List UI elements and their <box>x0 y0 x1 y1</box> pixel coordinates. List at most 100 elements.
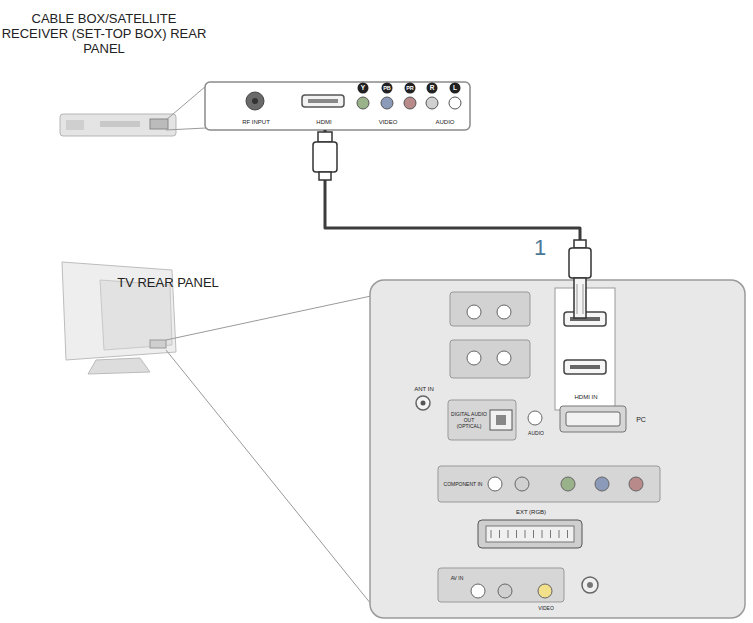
drawing-part <box>421 401 426 406</box>
drawing-part <box>471 584 485 598</box>
drawing-part <box>308 99 338 103</box>
port-label: COMPONENT IN <box>443 482 483 488</box>
port-label: ANT IN <box>414 386 434 393</box>
drawing-part <box>574 240 586 248</box>
drawing-part <box>497 305 511 319</box>
port-label: AUDIO <box>435 119 454 126</box>
hdmi-cable <box>325 130 580 280</box>
drawing-part <box>499 530 500 538</box>
leader-line <box>166 86 206 130</box>
drawing-part <box>302 95 344 107</box>
leader-line <box>166 296 371 604</box>
drawing-part <box>490 410 512 430</box>
drawing-part <box>496 415 506 425</box>
drawing-part <box>550 530 551 538</box>
drawing-part <box>582 577 598 593</box>
port-label: EXT (RGB) <box>516 509 546 516</box>
panel-heading: CABLE BOX/SATELLITE RECEIVER (SET-TOP BO… <box>1 12 207 57</box>
drawing-part <box>478 520 582 548</box>
port-label: VIDEO <box>379 119 398 126</box>
drawing-part <box>150 340 166 348</box>
drawing-part <box>438 466 660 502</box>
drawing-part <box>569 248 591 278</box>
drawing-part <box>595 477 609 491</box>
port-label: VIDEO <box>538 606 554 612</box>
drawing-part <box>467 305 481 319</box>
drawing-part <box>542 530 543 538</box>
drawing-part <box>488 477 502 491</box>
drawing-part <box>567 530 568 538</box>
drawing-part <box>357 97 461 109</box>
drawing-part <box>560 406 626 432</box>
drawing-part <box>570 365 600 369</box>
drawing-part <box>318 132 332 142</box>
drawing-part <box>382 83 393 94</box>
jack-letter: PB <box>383 85 391 91</box>
drawing-part <box>426 97 438 109</box>
drawing-part <box>438 568 564 602</box>
drawing-part <box>450 83 461 94</box>
drawing-part <box>515 477 529 491</box>
set-top-box-panel <box>205 82 470 130</box>
drawing-part <box>564 360 606 374</box>
drawing-part <box>450 292 530 326</box>
drawing-part <box>450 340 530 378</box>
tv-panel <box>370 280 745 618</box>
port-label: AUDIO <box>528 431 544 437</box>
jack-letter: Y <box>361 84 365 91</box>
drawing-part <box>491 530 492 538</box>
jack-letter: R <box>430 84 435 91</box>
drawing-part <box>166 350 371 604</box>
drawing-part <box>491 530 568 538</box>
drawing-part <box>448 400 516 440</box>
drawing-part <box>246 92 264 110</box>
drawing-part <box>205 82 470 130</box>
drawing-part <box>528 411 542 425</box>
drawing-part <box>252 98 258 104</box>
port-label: RF INPUT <box>242 119 270 126</box>
drawing-part <box>166 86 206 120</box>
hdmi-plug <box>313 132 337 180</box>
drawing-part <box>538 584 552 598</box>
drawing-part <box>449 97 461 109</box>
jack-letter: PR <box>406 85 414 91</box>
port-label: PC <box>636 416 646 424</box>
drawing-part <box>559 530 560 538</box>
port-label: HDMI <box>316 119 331 126</box>
drawing-part <box>381 97 393 109</box>
drawing-part <box>561 477 575 491</box>
drawing-part <box>357 97 369 109</box>
drawing-part <box>358 83 461 94</box>
drawing-part <box>577 284 578 314</box>
hdmi-plug <box>569 240 591 318</box>
drawing-part <box>370 280 745 618</box>
drawing-part <box>319 172 331 180</box>
drawing-part <box>416 396 430 410</box>
drawing-part <box>467 351 481 365</box>
drawing-part <box>404 97 416 109</box>
drawing-part <box>629 477 643 491</box>
drawing-part <box>166 296 371 340</box>
drawing-part <box>166 128 206 130</box>
drawing-part <box>533 530 534 538</box>
drawing-part <box>88 358 150 374</box>
drawing-part <box>150 119 168 129</box>
drawing-part <box>574 278 586 318</box>
drawing-part <box>508 530 509 538</box>
set-top-box-icon <box>60 114 176 136</box>
drawing-part <box>313 142 337 172</box>
drawing-part <box>358 83 369 94</box>
drawing-part <box>566 412 620 426</box>
device-panel: HDMI INANT INDIGITAL AUDIO OUT (OPTICAL)… <box>370 280 745 618</box>
drawing-part <box>516 530 517 538</box>
drawing-part <box>100 121 140 127</box>
drawing-part <box>60 114 176 136</box>
port-label: HDMI IN <box>575 394 598 401</box>
port-label: AV IN <box>451 576 464 582</box>
drawing-part <box>427 83 438 94</box>
drawing-part <box>583 284 584 314</box>
drawing-part <box>405 83 416 94</box>
drawing-part <box>486 526 574 542</box>
